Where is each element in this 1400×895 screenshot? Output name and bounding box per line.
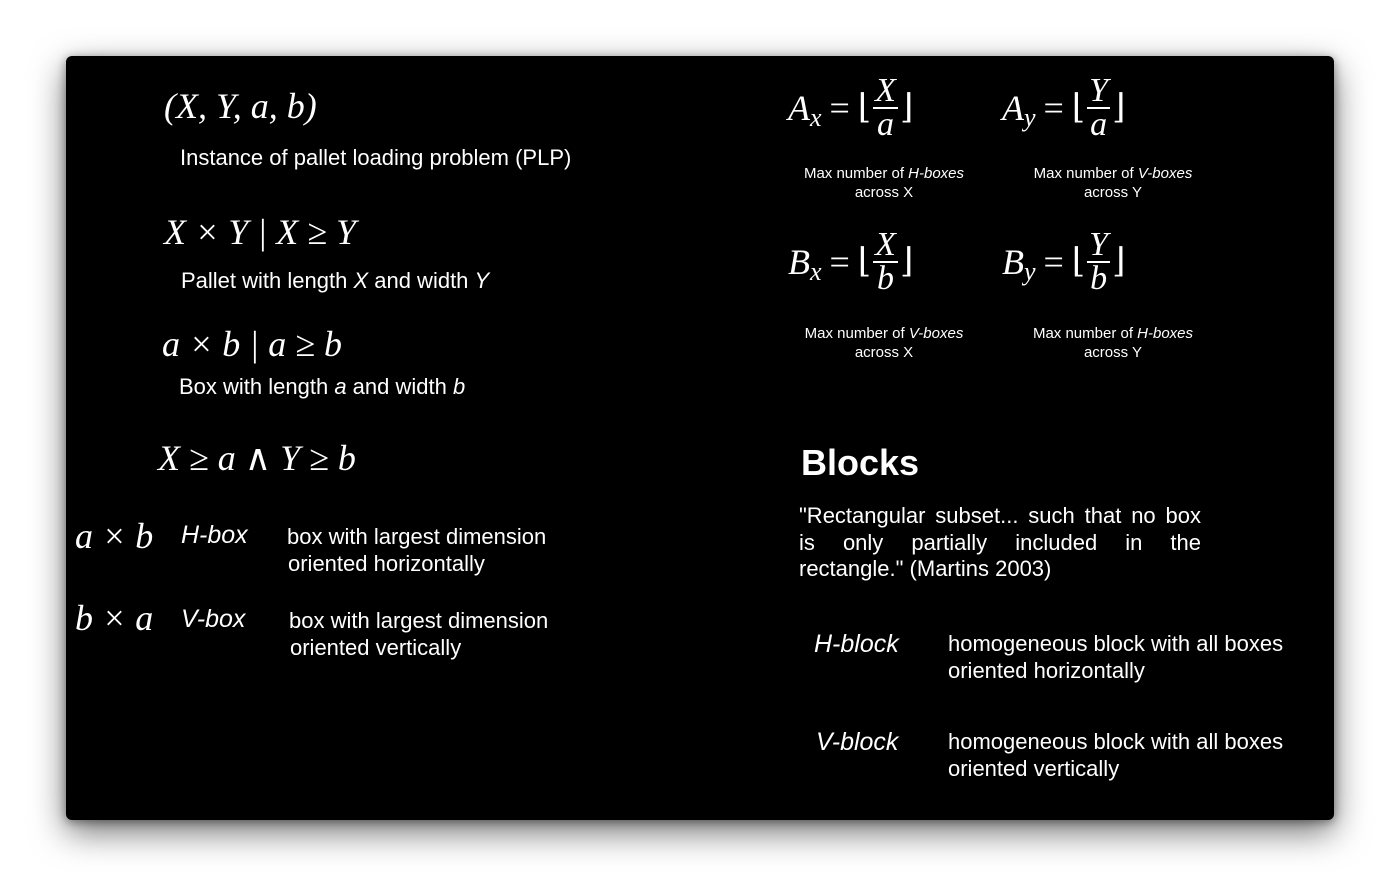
ax-numerator: X bbox=[875, 72, 896, 109]
floor-open: ⌊ bbox=[857, 89, 872, 126]
pallet-caption: Pallet with length X and width Y bbox=[181, 267, 489, 295]
by-var: B bbox=[1002, 242, 1024, 282]
ax-caption-line2: across X bbox=[854, 184, 914, 201]
ay-caption-line2: across Y bbox=[1083, 184, 1143, 201]
ax-caption-text: Max number of bbox=[803, 165, 909, 182]
hblock-desc-line: homogeneous block with all boxes bbox=[948, 631, 1284, 656]
ax-caption-boxes: H-boxes bbox=[908, 165, 965, 182]
ax-caption: Max number of H-boxes across X bbox=[794, 164, 974, 202]
ay-denominator: a bbox=[1090, 106, 1108, 143]
hbox-label: H-box bbox=[181, 521, 248, 549]
blocks-heading: Blocks bbox=[801, 442, 920, 483]
fraction-bar bbox=[873, 107, 898, 109]
by-caption-boxes: H-boxes bbox=[1137, 325, 1194, 342]
pallet-formula: X × Y | X ≥ Y bbox=[164, 212, 356, 252]
bx-caption-line2: across X bbox=[854, 344, 914, 361]
slide: (X, Y, a, b) Instance of pallet loading … bbox=[66, 56, 1334, 820]
instance-caption: Instance of pallet loading problem (PLP) bbox=[180, 145, 572, 170]
hbox-formula: a × b bbox=[75, 516, 154, 556]
ay-var: A bbox=[1002, 88, 1024, 128]
bx-caption-boxes: V-boxes bbox=[908, 325, 964, 342]
hbox-desc-line: box with largest dimension bbox=[287, 524, 547, 549]
ax-sub: x bbox=[810, 103, 822, 133]
floor-close: ⌋ bbox=[1112, 89, 1126, 126]
by-denominator: b bbox=[1090, 260, 1108, 297]
floor-open: ⌊ bbox=[1071, 89, 1086, 126]
bx-var: B bbox=[788, 242, 810, 282]
box-caption: Box with length a and width b bbox=[179, 373, 465, 401]
ay-caption: Max number of V-boxes across Y bbox=[1020, 164, 1206, 202]
by-caption-text: Max number of bbox=[1032, 325, 1138, 342]
box-formula: a × b | a ≥ b bbox=[162, 324, 342, 364]
floor-open: ⌊ bbox=[857, 243, 872, 280]
ax-denominator: a bbox=[877, 106, 895, 143]
equals-sign: = bbox=[1043, 242, 1064, 282]
pallet-caption-text: Pallet with length bbox=[181, 268, 354, 293]
vblock-description: homogeneous block with all boxes oriente… bbox=[948, 728, 1283, 782]
floor-close: ⌋ bbox=[899, 89, 914, 126]
floor-close: ⌋ bbox=[1112, 243, 1126, 280]
pallet-caption-text-mid: and width bbox=[368, 268, 475, 293]
bx-sub: x bbox=[810, 257, 822, 287]
box-caption-text-mid: and width bbox=[346, 374, 453, 399]
by-caption: Max number of H-boxes across Y bbox=[1020, 324, 1206, 362]
ay-caption-boxes: V-boxes bbox=[1137, 165, 1193, 182]
by-sub: y bbox=[1024, 257, 1036, 287]
vbox-desc-line: oriented vertically bbox=[290, 635, 462, 660]
blocks-quote: "Rectangular subset... such that no box … bbox=[799, 503, 1201, 581]
box-caption-width-var: b bbox=[452, 374, 466, 399]
fraction-bar bbox=[873, 261, 898, 263]
floor-close: ⌋ bbox=[899, 243, 914, 280]
equals-sign: = bbox=[829, 88, 850, 128]
vblock-desc-line: homogeneous block with all boxes bbox=[948, 729, 1284, 754]
fraction-bar bbox=[1087, 261, 1111, 263]
vblock-label: V-block bbox=[816, 728, 899, 756]
bx-caption: Max number of V-boxes across X bbox=[794, 324, 974, 362]
equals-sign: = bbox=[1043, 88, 1064, 128]
equals-sign: = bbox=[829, 242, 850, 282]
hblock-label: H-block bbox=[814, 630, 899, 658]
vbox-description: box with largest dimension oriented vert… bbox=[289, 607, 548, 661]
instance-formula: (X, Y, a, b) bbox=[164, 86, 317, 126]
hblock-desc-line: oriented horizontally bbox=[948, 658, 1145, 683]
pallet-caption-width-var: Y bbox=[474, 268, 490, 293]
box-caption-text: Box with length bbox=[179, 374, 335, 399]
fraction-bar bbox=[1087, 107, 1111, 109]
bx-denominator: b bbox=[877, 260, 895, 297]
hbox-description: box with largest dimension oriented hori… bbox=[287, 523, 546, 577]
vbox-formula: b × a bbox=[75, 598, 154, 638]
hbox-desc-line: oriented horizontally bbox=[288, 551, 485, 576]
vbox-desc-line: box with largest dimension bbox=[289, 608, 549, 633]
constraint-formula: X ≥ a ∧ Y ≥ b bbox=[158, 438, 356, 478]
by-numerator: Y bbox=[1089, 226, 1109, 263]
ay-sub: y bbox=[1024, 103, 1036, 133]
floor-open: ⌊ bbox=[1071, 243, 1086, 280]
vbox-label: V-box bbox=[181, 605, 246, 633]
ax-var: A bbox=[788, 88, 810, 128]
bx-numerator: X bbox=[875, 226, 896, 263]
vblock-desc-line: oriented vertically bbox=[948, 756, 1120, 781]
pallet-caption-length-var: X bbox=[353, 268, 369, 293]
bx-caption-text: Max number of bbox=[804, 325, 909, 342]
box-caption-length-var: a bbox=[334, 374, 347, 399]
ay-caption-text: Max number of bbox=[1033, 165, 1138, 182]
ay-numerator: Y bbox=[1089, 72, 1109, 109]
hblock-description: homogeneous block with all boxes oriente… bbox=[948, 630, 1283, 684]
by-caption-line2: across Y bbox=[1083, 344, 1143, 361]
